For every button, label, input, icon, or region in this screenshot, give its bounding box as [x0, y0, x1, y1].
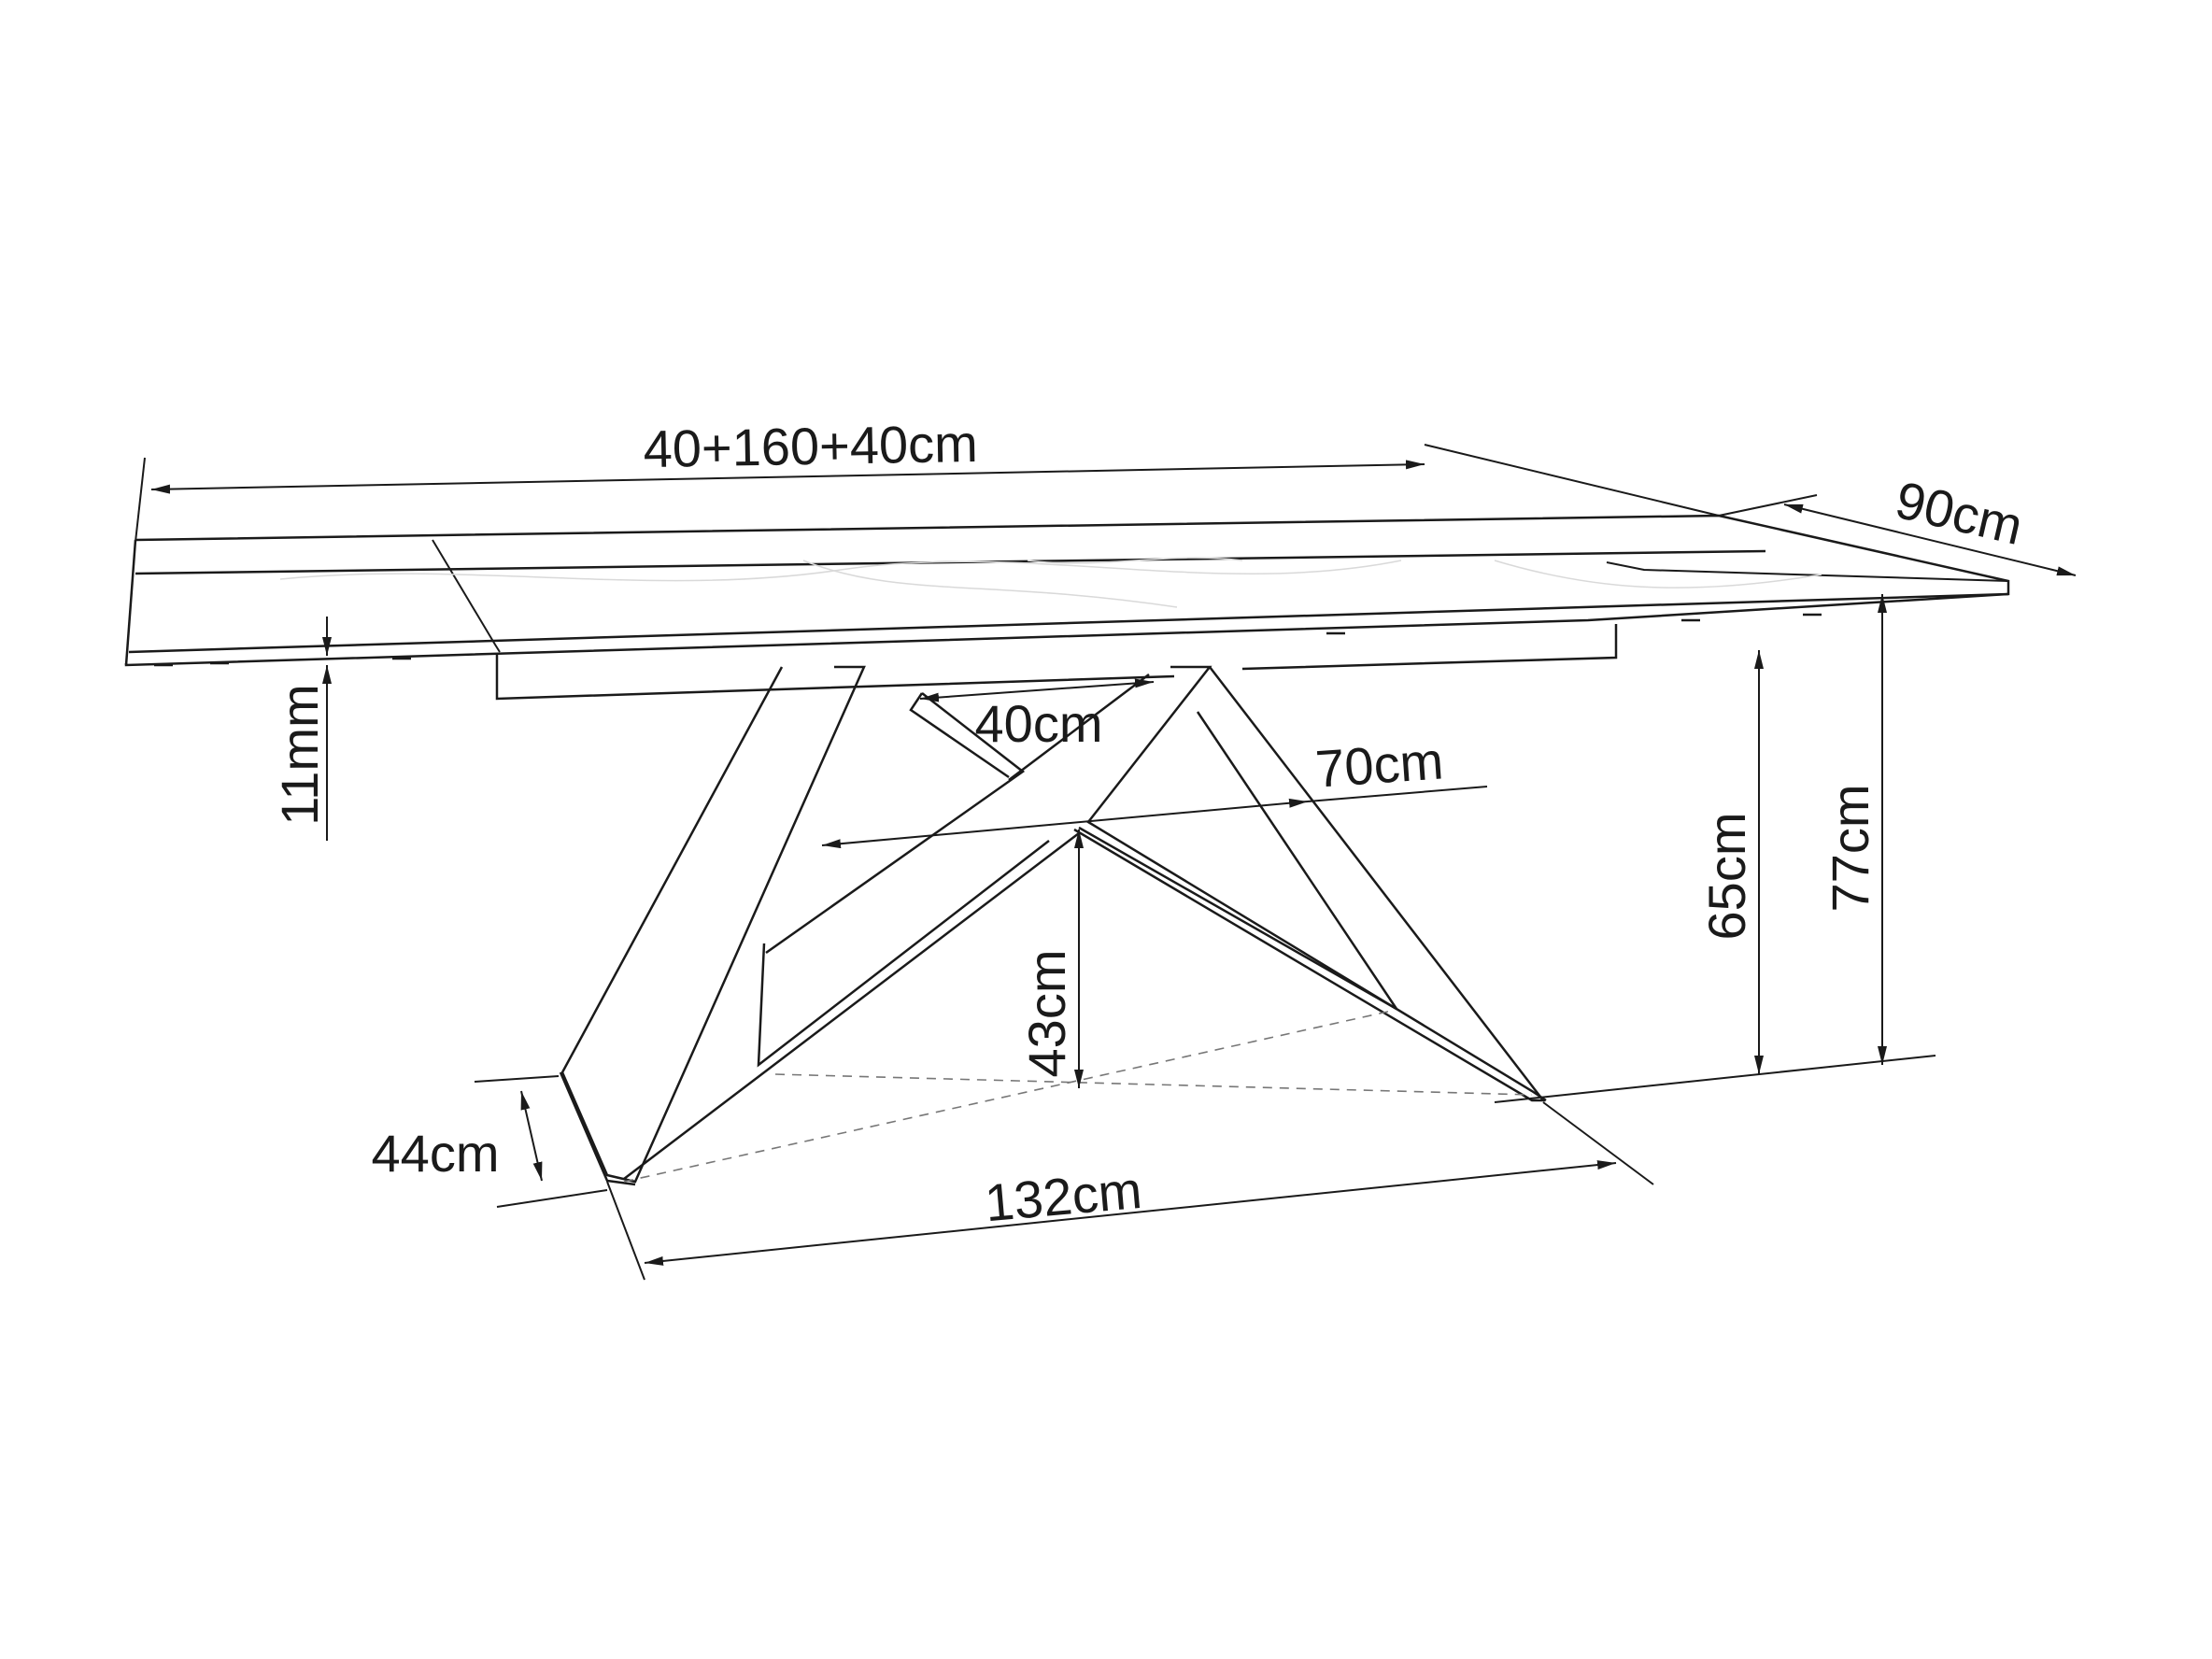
total-height-label: 77cm	[1821, 785, 1879, 913]
width-label: 90cm	[1891, 470, 2029, 556]
floor-guides	[623, 1010, 1936, 1183]
length-label: 40+160+40cm	[643, 414, 978, 478]
foot-width-label: 44cm	[372, 1124, 500, 1183]
leg-length-label: 132cm	[983, 1160, 1144, 1232]
dimension-labels: 40+160+40cm 90cm 11mm 40cm 70cm 43cm 44c…	[270, 414, 2028, 1232]
dimension-lines	[135, 444, 2077, 1281]
leg-span-mid-label: 70cm	[1313, 730, 1445, 798]
clearance-height-label: 65cm	[1697, 813, 1756, 941]
top-thickness-label: 11mm	[270, 684, 329, 825]
table-top	[124, 514, 2010, 701]
cross-height-label: 43cm	[1017, 950, 1076, 1078]
leg-span-top-label: 40cm	[975, 694, 1103, 753]
